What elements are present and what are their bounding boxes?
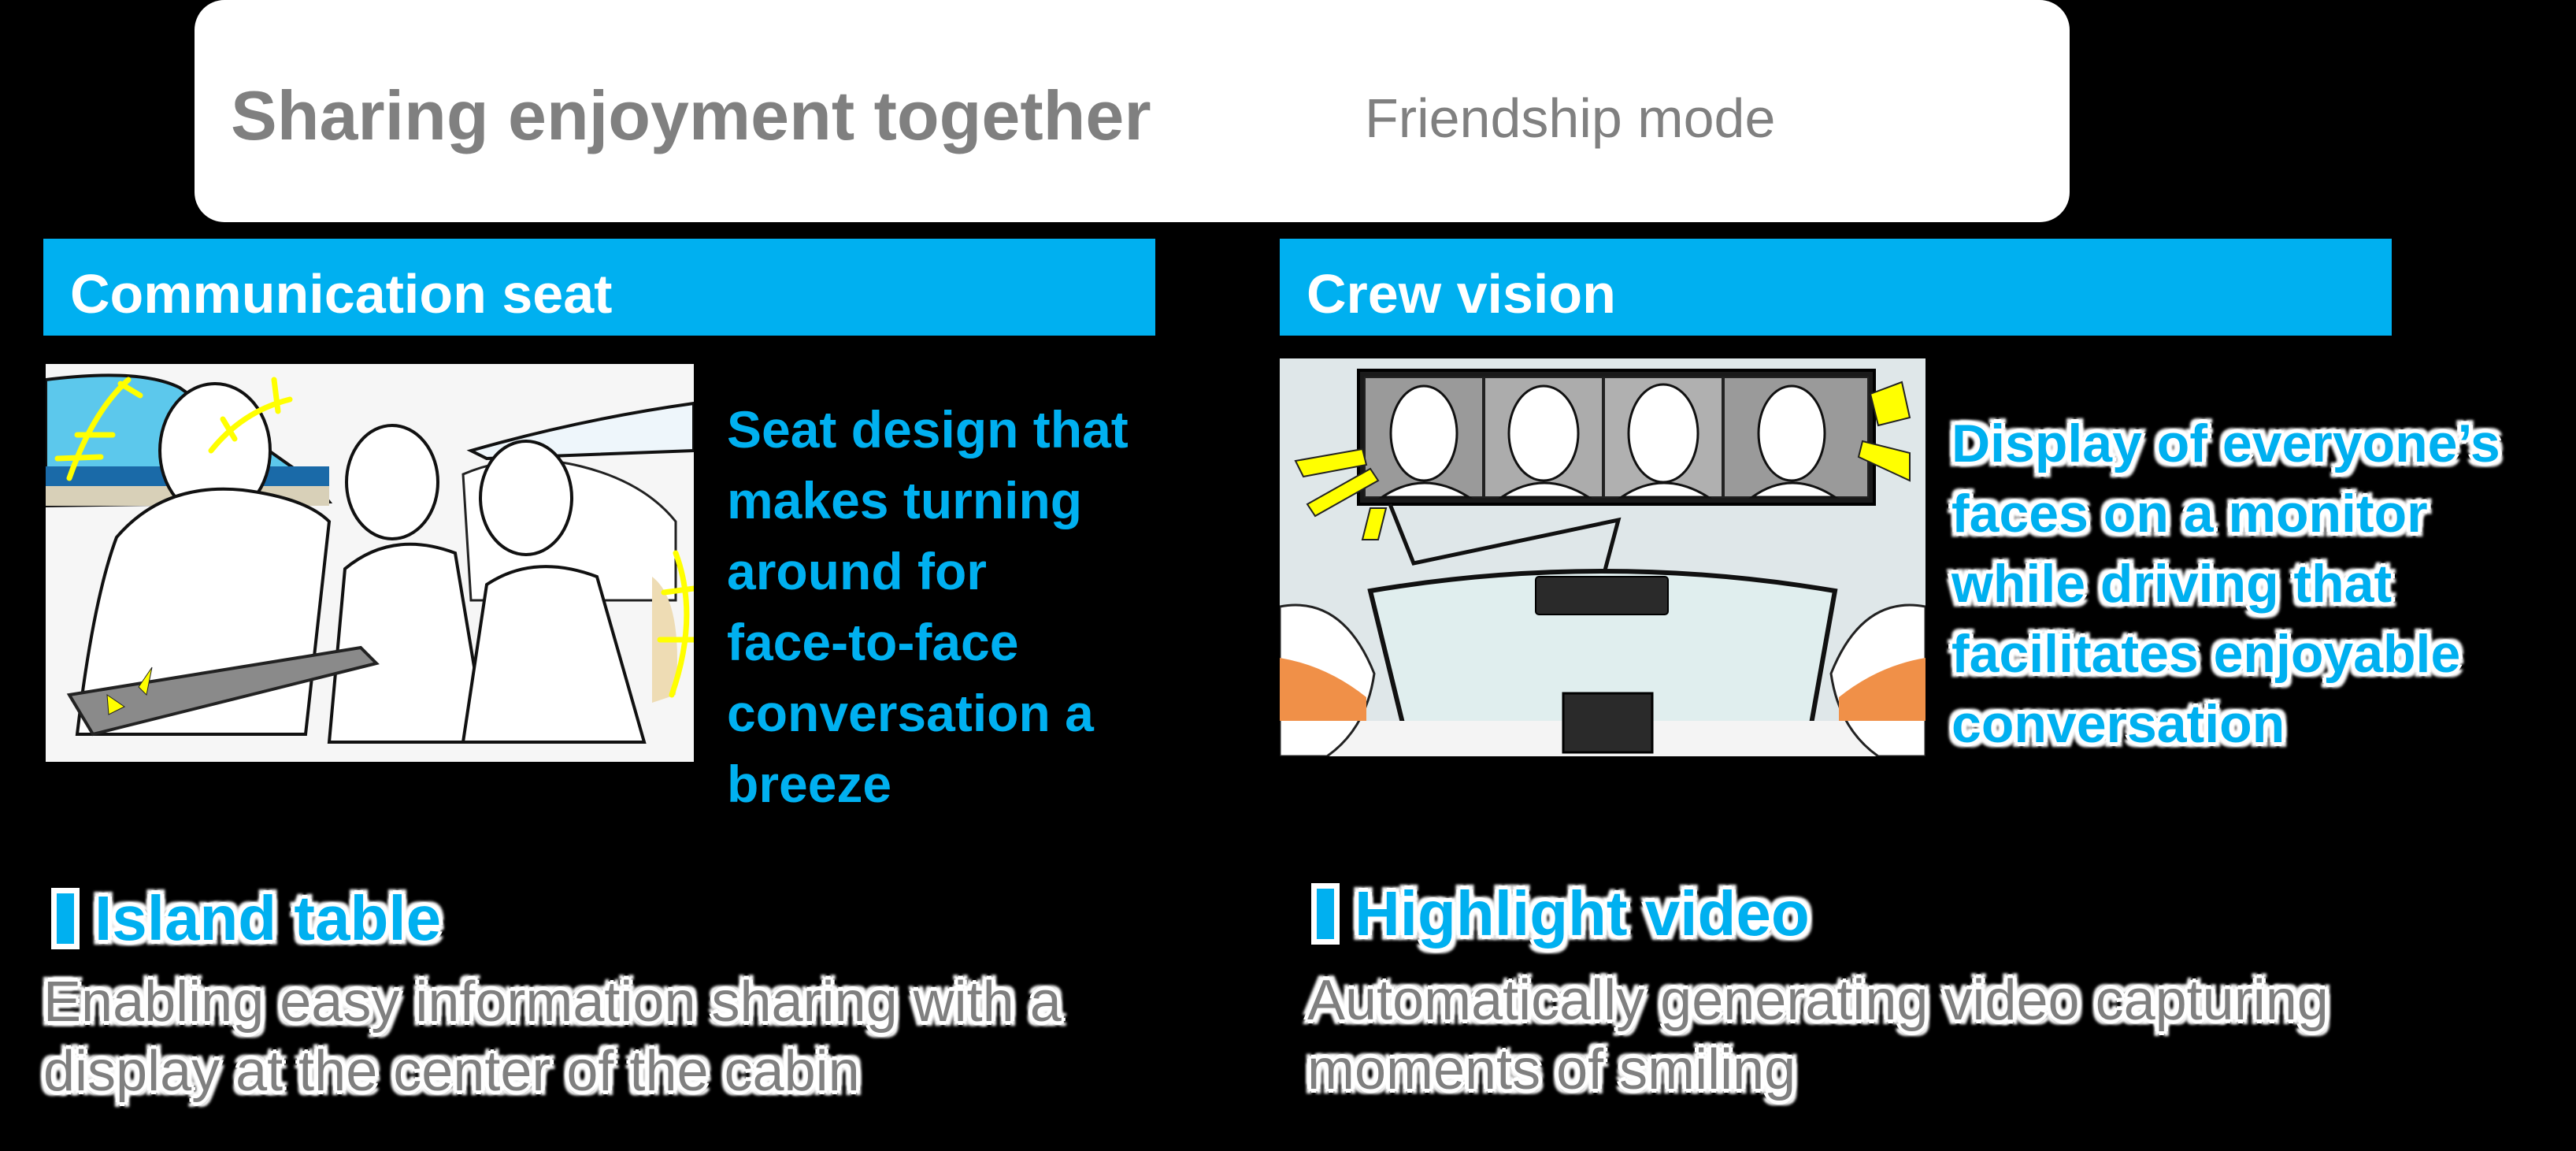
- feature-title-text: Highlight video: [1355, 878, 1810, 949]
- feature-description-line: moments of smiling: [1307, 1038, 1796, 1101]
- description-line: around for: [727, 542, 987, 600]
- section-header-crew-vision: Crew vision: [1280, 239, 2392, 336]
- crew-vision-illustration: [1280, 358, 1926, 756]
- description-line: Seat design that: [727, 400, 1129, 459]
- mode-label: Friendship mode: [1365, 87, 1776, 149]
- description-line: breeze: [727, 755, 892, 813]
- feature-description-highlight-video: Automatically generating video capturing…: [1307, 966, 2329, 1105]
- section-header-communication-seat: Communication seat: [43, 239, 1155, 336]
- feature-title-island-table: Island table: [57, 882, 441, 955]
- bullet-bar-icon: [57, 893, 74, 944]
- description-line: conversation: [1951, 694, 2285, 754]
- crew-vision-description: Display of everyone’s faces on a monitor…: [1951, 409, 2500, 759]
- page-title: Sharing enjoyment together: [231, 76, 1151, 154]
- feature-title-highlight-video: Highlight video: [1317, 878, 1810, 950]
- feature-description-line: Enabling easy information sharing with a: [43, 971, 1062, 1034]
- section-title: Crew vision: [1307, 263, 1616, 325]
- feature-description-line: display at the center of the cabin: [43, 1040, 860, 1103]
- feature-description-line: Automatically generating video capturing: [1307, 969, 2329, 1032]
- header-card: [195, 0, 2070, 222]
- description-line: Display of everyone’s: [1951, 414, 2500, 473]
- communication-seat-description: Seat design that makes turning around fo…: [727, 394, 1129, 819]
- cabin-sketch-image: [46, 364, 694, 762]
- description-line: faces on a monitor: [1951, 484, 2428, 544]
- communication-seat-illustration: [46, 364, 694, 762]
- section-title: Communication seat: [70, 263, 613, 325]
- bullet-bar-icon: [1317, 889, 1334, 939]
- feature-title-text: Island table: [95, 883, 442, 953]
- description-line: while driving that: [1951, 554, 2393, 614]
- description-line: makes turning: [727, 471, 1083, 529]
- rear-monitor-sketch-image: [1280, 358, 1926, 756]
- description-line: conversation a: [727, 684, 1094, 742]
- description-line: face-to-face: [727, 613, 1019, 671]
- feature-description-island-table: Enabling easy information sharing with a…: [43, 967, 1062, 1106]
- description-line: facilitates enjoyable: [1951, 624, 2461, 684]
